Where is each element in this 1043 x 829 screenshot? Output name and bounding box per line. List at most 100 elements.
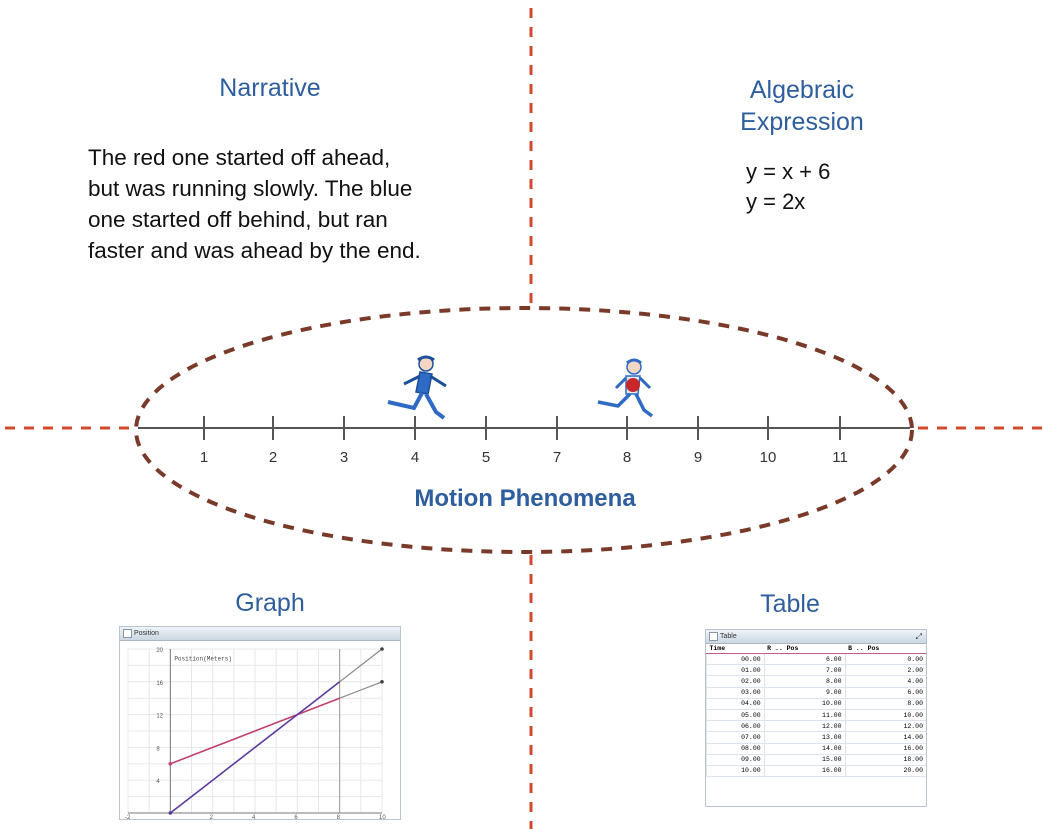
table-cell: 10.00 [706, 765, 765, 778]
motion-phenomena-label: Motion Phenomena [414, 485, 636, 512]
red-runner-icon [597, 358, 654, 418]
equation-red: y = x + 6 [746, 159, 831, 184]
table-cell: 15.00 [763, 754, 846, 766]
algebraic-heading-line2: Expression [740, 108, 864, 136]
red-position-line [170, 697, 340, 765]
y-tick-label: 8 [156, 746, 160, 752]
table-cell: 14.00 [763, 743, 846, 755]
table-cell: 12.00 [844, 720, 926, 733]
table-cell: 13.00 [763, 731, 846, 744]
x-tick-label: -2 [125, 815, 131, 820]
blue-runner-icon [387, 355, 447, 420]
table-cell: 10.00 [844, 709, 926, 722]
x-tick-label: 4 [252, 815, 256, 820]
table-cell: 6.00 [844, 687, 926, 699]
narrative-text: The red one started off ahead, but was r… [88, 145, 421, 263]
number-line-label: 3 [339, 449, 349, 466]
y-tick-label: 12 [156, 714, 163, 720]
table-cell: 0.00 [844, 653, 926, 666]
motion-ellipse [134, 306, 914, 554]
number-line-label: 1 [199, 449, 209, 466]
table-cell: 07.00 [706, 731, 765, 744]
table-cell: 11.00 [763, 709, 846, 722]
algebraic-heading: Algebraic Expression [712, 74, 892, 138]
table-cell: 08.00 [706, 743, 765, 755]
x-tick-label: 10 [379, 815, 386, 820]
table-cell: 8.00 [763, 675, 846, 688]
table-cell: 7.00 [763, 664, 846, 677]
blue-position-line [169, 681, 341, 814]
table-cell: 6.00 [763, 653, 846, 666]
window-checkbox-icon[interactable] [123, 629, 132, 638]
table-cell: 2.00 [844, 664, 926, 677]
table-heading: Table [760, 590, 820, 618]
table-column-header: Time [706, 644, 765, 654]
number-line-label: 2 [268, 449, 278, 466]
table-column-header: R .. Pos [764, 644, 846, 654]
graph-window-title: Position [134, 630, 159, 637]
y-tick-label: 20 [156, 648, 163, 654]
algebraic-heading-line1: Algebraic [749, 76, 855, 104]
series-point [380, 680, 384, 684]
table-cell: 14.00 [844, 731, 926, 744]
blue-position-line-future [339, 648, 383, 683]
narrative-heading: Narrative [219, 74, 321, 102]
table-cell: 18.00 [844, 754, 926, 766]
table-cell: 16.00 [763, 765, 846, 778]
table-cell: 09.00 [706, 754, 765, 766]
y-tick-label: 16 [156, 681, 163, 687]
number-line-label: 8 [622, 449, 632, 466]
table-window-titlebar: Table ⤢ [706, 630, 926, 644]
number-line-label: 10 [759, 449, 777, 466]
resize-icon[interactable]: ⤢ [915, 632, 922, 641]
number-line-label: 7 [552, 449, 562, 466]
table-cell: 8.00 [844, 698, 926, 710]
table-cell: 01.00 [706, 664, 765, 677]
table-cell: 20.00 [844, 765, 926, 778]
equation-list: y = x + 6 y = 2x [746, 157, 830, 217]
series-point [168, 811, 173, 815]
table-cell: 16.00 [844, 743, 926, 755]
table-cell: 02.00 [706, 675, 765, 688]
table-cell: 06.00 [706, 720, 765, 733]
table-cell: 12.00 [763, 720, 846, 733]
series-point [380, 647, 384, 651]
table-cell: 4.00 [844, 675, 926, 688]
plot-label: Position(Meters) [174, 655, 232, 662]
number-line-ticks [203, 416, 841, 440]
x-tick-label: 2 [210, 815, 214, 820]
table-cell: 04.00 [706, 698, 765, 710]
table-cell: 10.00 [763, 698, 846, 710]
number-line-label: 4 [410, 449, 420, 466]
window-checkbox-icon[interactable] [709, 632, 718, 641]
table-cell: 05.00 [706, 709, 765, 722]
table-cell: 03.00 [706, 687, 765, 699]
equation-blue: y = 2x [746, 189, 806, 214]
table-column-header: B .. Pos [845, 644, 926, 654]
number-line-label: 9 [693, 449, 703, 466]
graph-heading: Graph [235, 589, 305, 617]
graph-window-titlebar: Position [120, 627, 400, 641]
table-window-title: Table [720, 633, 737, 640]
series-point [168, 762, 173, 766]
x-tick-label: 6 [294, 815, 298, 820]
x-tick-label: 8 [337, 815, 341, 820]
number-line-label: 5 [481, 449, 491, 466]
